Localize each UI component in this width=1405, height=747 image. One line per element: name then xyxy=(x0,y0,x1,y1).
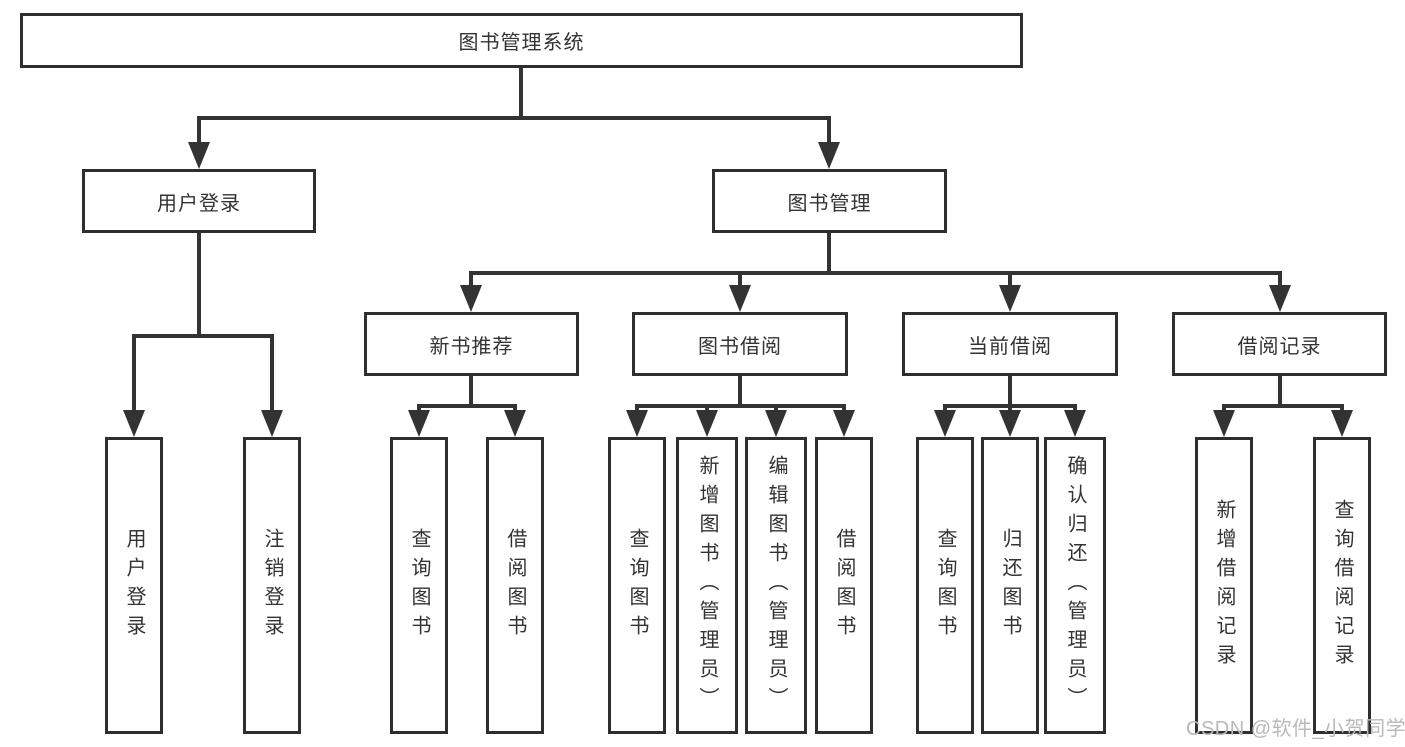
leaf-current-return-book-label: 归还图书 xyxy=(999,527,1021,644)
node-borrow-record: 借阅记录 xyxy=(1172,312,1387,376)
node-new-book-recommend: 新书推荐 xyxy=(364,312,579,376)
leaf-borrow-add-book-admin-label: 新增图书（管理员） xyxy=(696,455,718,716)
leaf-borrow-edit-book-admin: 编辑图书（管理员） xyxy=(745,437,807,734)
leaf-current-confirm-return-admin-label: 确认归还（管理员） xyxy=(1064,455,1086,716)
leaf-record-query-borrow-record: 查询借阅记录 xyxy=(1313,437,1371,734)
node-root: 图书管理系统 xyxy=(20,13,1023,68)
leaf-borrow-edit-book-admin-label: 编辑图书（管理员） xyxy=(765,455,787,716)
leaf-current-return-book: 归还图书 xyxy=(981,437,1039,734)
leaf-record-query-borrow-record-label: 查询借阅记录 xyxy=(1331,498,1353,673)
leaf-user-login: 用户登录 xyxy=(105,437,163,734)
leaf-borrow-borrow-book: 借阅图书 xyxy=(815,437,873,734)
node-new-book-recommend-label: 新书推荐 xyxy=(429,335,514,358)
leaf-newbook-borrow-book-label: 借阅图书 xyxy=(504,527,526,644)
node-book-management-label: 图书管理 xyxy=(787,192,872,215)
leaf-borrow-query-book-label: 查询图书 xyxy=(626,527,648,644)
csdn-watermark: CSDN @软件_小贺同学 xyxy=(1186,718,1405,740)
leaf-newbook-query-book: 查询图书 xyxy=(390,437,448,734)
node-current-borrow: 当前借阅 xyxy=(902,312,1118,376)
leaf-newbook-borrow-book: 借阅图书 xyxy=(486,437,544,734)
node-book-borrow: 图书借阅 xyxy=(632,312,848,376)
node-book-borrow-label: 图书借阅 xyxy=(698,335,782,358)
node-borrow-record-label: 借阅记录 xyxy=(1237,335,1322,358)
leaf-borrow-add-book-admin: 新增图书（管理员） xyxy=(676,437,738,734)
leaf-record-add-borrow-record-label: 新增借阅记录 xyxy=(1213,498,1235,673)
leaf-logout-login: 注销登录 xyxy=(243,437,301,734)
leaf-newbook-query-book-label: 查询图书 xyxy=(408,527,430,644)
leaf-current-confirm-return-admin: 确认归还（管理员） xyxy=(1044,437,1106,734)
node-book-management: 图书管理 xyxy=(712,169,947,233)
node-root-label: 图书管理系统 xyxy=(458,32,585,54)
leaf-user-login-label: 用户登录 xyxy=(123,527,145,644)
node-user-login-label: 用户登录 xyxy=(157,192,241,215)
node-user-login: 用户登录 xyxy=(82,169,316,233)
leaf-logout-login-label: 注销登录 xyxy=(261,527,283,644)
leaf-current-query-book-label: 查询图书 xyxy=(934,527,956,644)
leaf-record-add-borrow-record: 新增借阅记录 xyxy=(1195,437,1253,734)
leaf-borrow-query-book: 查询图书 xyxy=(608,437,666,734)
leaf-borrow-borrow-book-label: 借阅图书 xyxy=(833,527,855,644)
node-current-borrow-label: 当前借阅 xyxy=(968,335,1052,358)
leaf-current-query-book: 查询图书 xyxy=(916,437,974,734)
